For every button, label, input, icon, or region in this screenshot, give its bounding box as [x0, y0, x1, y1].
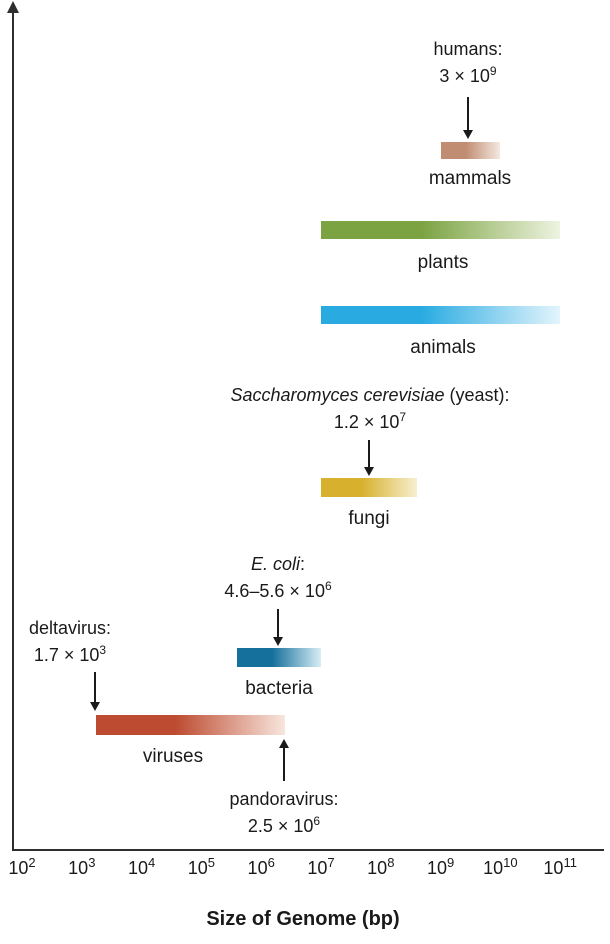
annotation-ecoli-label: E. coli:	[224, 551, 331, 578]
bar-bacteria	[237, 648, 321, 667]
value-mantissa: 1.2 × 10	[333, 412, 400, 432]
bar-label-plants: plants	[417, 252, 469, 273]
value-mantissa: 1.7 × 10	[33, 645, 100, 665]
x-tick-10e9: 109	[426, 855, 455, 878]
x-tick-10e8: 108	[367, 855, 395, 878]
bar-animals	[321, 306, 561, 324]
species-name: Saccharomyces cerevisiae	[230, 385, 445, 405]
annotation-humans: humans: 3 × 109	[433, 36, 502, 90]
x-tick-10e5: 105	[187, 855, 216, 878]
annotation-humans-label: humans:	[433, 39, 503, 59]
value-exponent: 3	[99, 643, 107, 657]
value-exponent: 7	[399, 410, 407, 424]
value-exponent: 9	[489, 64, 497, 78]
y-axis-arrowhead-icon	[7, 1, 19, 13]
bar-mammals	[440, 142, 501, 159]
x-tick-10e11: 1011	[543, 855, 577, 878]
annotation-ecoli-value: 4.6–5.6 × 106	[224, 578, 331, 605]
value-mantissa: 4.6–5.6 × 10	[224, 581, 325, 601]
y-axis-line	[12, 12, 14, 851]
x-tick-10e6: 106	[247, 855, 275, 878]
label-colon: :	[300, 554, 306, 574]
annotation-yeast: Saccharomyces cerevisiae (yeast): 1.2 × …	[230, 382, 509, 436]
bar-label-viruses: viruses	[142, 746, 204, 767]
x-tick-10e7: 107	[307, 855, 335, 878]
bar-label-bacteria: bacteria	[245, 678, 313, 699]
species-common-name: (yeast):	[444, 385, 510, 405]
bar-viruses	[95, 715, 285, 735]
annotation-ecoli: E. coli: 4.6–5.6 × 106	[224, 551, 331, 605]
annotation-humans-value: 3 × 109	[433, 63, 502, 90]
x-tick-10e3: 103	[68, 855, 96, 878]
x-axis-line	[12, 849, 604, 851]
annotation-deltavirus-value: 1.7 × 103	[29, 642, 111, 669]
bar-plants	[321, 221, 561, 239]
bar-label-mammals: mammals	[428, 168, 512, 189]
pandoravirus-arrow-icon	[279, 739, 289, 781]
value-exponent: 6	[313, 814, 321, 828]
annotation-yeast-label: Saccharomyces cerevisiae (yeast):	[230, 382, 509, 409]
value-mantissa: 2.5 × 10	[247, 816, 314, 836]
species-name: E. coli	[250, 554, 300, 574]
annotation-deltavirus: deltavirus: 1.7 × 103	[29, 615, 111, 669]
bar-label-fungi: fungi	[348, 508, 390, 529]
value-exponent: 6	[324, 579, 332, 593]
annotation-yeast-value: 1.2 × 107	[230, 409, 509, 436]
deltavirus-arrow-icon	[90, 672, 100, 711]
x-tick-10e4: 104	[127, 855, 156, 878]
x-tick-10e2: 102	[8, 855, 36, 878]
humans-arrow-icon	[463, 97, 473, 139]
annotation-pandoravirus-value: 2.5 × 106	[229, 813, 338, 840]
bar-label-animals: animals	[410, 337, 476, 358]
value-mantissa: 3 × 10	[439, 66, 490, 86]
x-axis-title: Size of Genome (bp)	[206, 908, 400, 930]
ecoli-arrow-icon	[273, 609, 283, 646]
annotation-deltavirus-label: deltavirus:	[28, 618, 112, 638]
bar-fungi	[321, 478, 417, 497]
x-tick-10e10: 1010	[483, 855, 518, 878]
annotation-pandoravirus-label: pandoravirus:	[229, 789, 339, 809]
yeast-arrow-icon	[364, 440, 374, 476]
annotation-pandoravirus: pandoravirus: 2.5 × 106	[229, 786, 338, 840]
